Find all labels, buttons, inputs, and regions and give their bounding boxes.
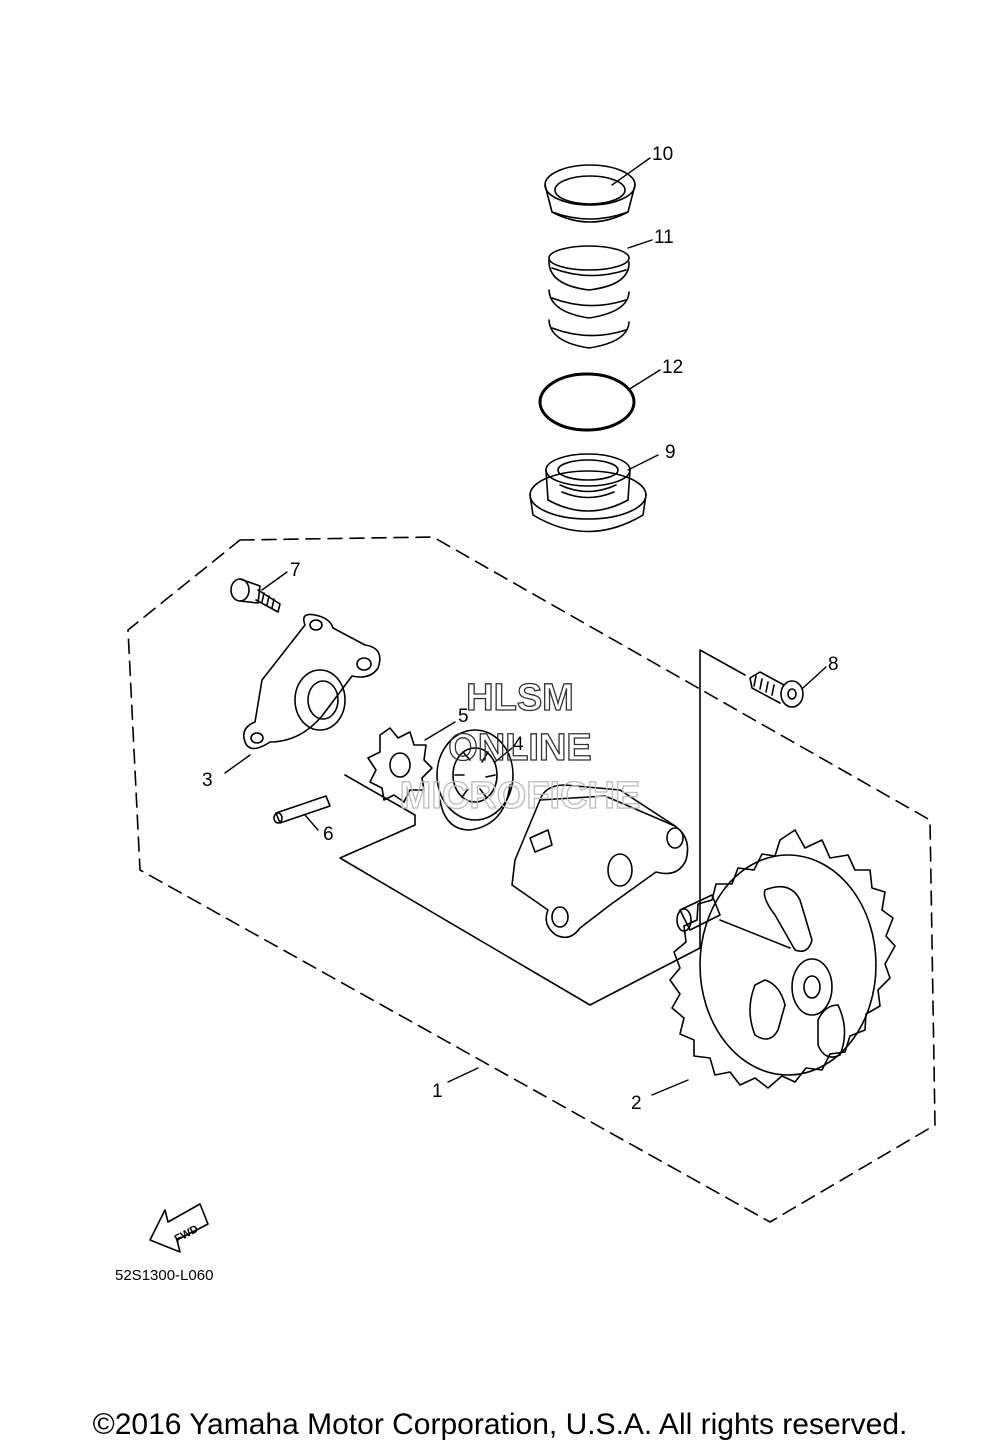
o-ring-drawing — [538, 372, 636, 432]
screw-7-drawing — [230, 578, 281, 613]
callout-7[interactable]: 7 — [290, 560, 301, 581]
callout-2[interactable]: 2 — [631, 1093, 642, 1114]
leader-lines — [224, 157, 827, 1096]
gear-drawing — [669, 829, 896, 1089]
fwd-arrow-icon — [149, 1203, 209, 1253]
pin-drawing — [273, 795, 331, 824]
pump-body-drawing — [511, 784, 689, 939]
cover-drawing — [242, 613, 381, 750]
watermark-line-2: ONLINE — [448, 727, 592, 769]
watermark: HLSM ONLINE MICROFICHE — [399, 676, 641, 817]
callout-5[interactable]: 5 — [458, 706, 469, 727]
callout-8[interactable]: 8 — [828, 654, 839, 675]
alignment-lines — [339, 649, 746, 1006]
spring-drawing — [548, 245, 630, 349]
callout-6[interactable]: 6 — [323, 824, 334, 845]
watermark-line-1: HLSM — [466, 677, 574, 719]
washer-cap-drawing — [544, 164, 636, 223]
gear-alignment-line — [719, 919, 791, 949]
callout-4[interactable]: 4 — [513, 734, 524, 755]
inner-rotor-drawing — [367, 727, 433, 803]
callout-1[interactable]: 1 — [432, 1081, 443, 1102]
part-callouts: 10 11 12 9 7 8 5 4 3 6 1 2 — [202, 144, 839, 1114]
strainer-fitting-drawing — [529, 453, 647, 533]
diagram-code: 52S1300-L060 — [115, 1267, 213, 1284]
watermark-line-3: MICROFICHE — [400, 775, 641, 817]
assembly-boundary — [127, 536, 936, 1223]
callout-12[interactable]: 12 — [662, 357, 683, 378]
callout-3[interactable]: 3 — [202, 770, 213, 791]
copyright-notice: ©2016 Yamaha Motor Corporation, U.S.A. A… — [92, 1408, 908, 1441]
screw-8-drawing — [749, 671, 804, 708]
callout-10[interactable]: 10 — [652, 144, 673, 165]
callout-9[interactable]: 9 — [665, 442, 676, 463]
callout-11[interactable]: 11 — [654, 227, 674, 248]
outer-rotor-drawing — [436, 729, 514, 831]
fwd-label: FWD — [173, 1223, 201, 1245]
